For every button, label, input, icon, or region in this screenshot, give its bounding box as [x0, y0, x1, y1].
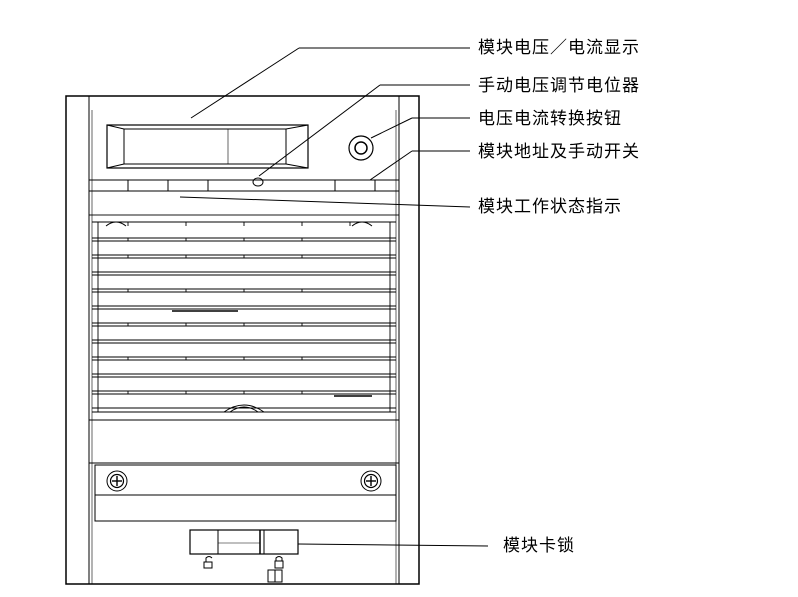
handle-plate	[94, 464, 397, 522]
callout-address-switch: 模块地址及手动开关	[478, 142, 640, 162]
lock-icon	[274, 556, 284, 569]
module-latch[interactable]	[189, 529, 299, 555]
callout-display: 模块电压／电流显示	[478, 38, 640, 58]
latch-pin	[267, 569, 283, 583]
ventilation-grille	[88, 214, 400, 421]
right-screw-icon	[360, 470, 382, 492]
left-screw-icon	[106, 470, 128, 492]
voltage-current-switch-button[interactable]	[348, 135, 374, 161]
leader-status-indicator	[179, 196, 471, 208]
module-housing	[65, 95, 420, 585]
callout-status-indicator: 模块工作状态指示	[478, 197, 622, 217]
potentiometer-knob[interactable]	[252, 177, 264, 187]
callout-potentiometer: 手动电压调节电位器	[478, 76, 640, 96]
display-window	[106, 124, 309, 169]
leader-potentiometer	[258, 84, 381, 177]
leader-latch	[297, 543, 489, 547]
unlock-icon	[203, 556, 213, 569]
leader-address-switch	[369, 150, 413, 181]
status-indicator-strip	[89, 179, 399, 192]
leader-switch-button	[370, 117, 413, 139]
leader-display	[190, 47, 300, 119]
callout-latch: 模块卡锁	[503, 536, 575, 556]
callout-switch-button: 电压电流转换按钮	[478, 109, 622, 129]
